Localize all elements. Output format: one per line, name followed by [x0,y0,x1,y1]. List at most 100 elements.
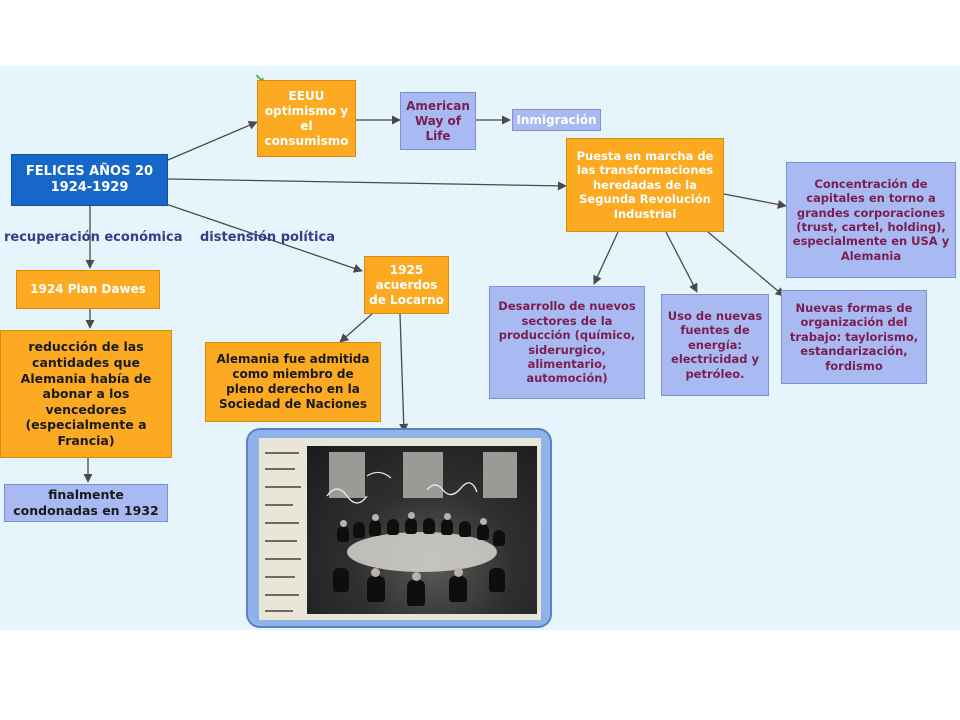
person-figure [477,524,489,540]
person-head [371,568,380,577]
connector-segunda-desarrollo [593,231,619,285]
connector-felices-locarno [159,201,363,273]
document-line [265,576,295,578]
node-line: cantidades que [32,354,140,370]
person-figure [441,519,453,535]
node-line: consumismo [264,133,349,148]
connector-segunda-energia [665,231,698,293]
node-line: grandes corporaciones [796,205,946,220]
node-nuevas-energias[interactable]: Uso de nuevas fuentes de energía: electr… [661,294,769,396]
document-line [265,594,299,596]
connector-felices-segunda [167,178,567,191]
node-line: reducción de las [28,339,144,355]
connector-segunda-nuevas [707,231,785,297]
node-line: Sociedad de Naciones [218,397,368,411]
node-line: 1924 Plan Dawes [30,282,146,296]
document-line [265,504,293,506]
person-figure [493,530,505,546]
window-shape [403,452,443,498]
node-line: Segunda Revolución [579,192,711,207]
node-line: automoción) [526,371,608,386]
link-label-distension: distensión política [200,230,335,245]
node-inmigracion[interactable]: Inmigración [512,109,601,131]
node-line: Alemania había de [20,370,152,386]
node-plan-dawes[interactable]: 1924 Plan Dawes [16,270,160,309]
connector-locarno-alemania [339,313,373,343]
node-line: pleno derecho en la [226,382,360,396]
node-line: (trust, cartel, holding), [796,220,946,234]
node-eeuu[interactable]: EEUU optimismo y el consumismo [257,80,356,157]
node-line: petróleo. [685,366,745,381]
node-line: condonadas en 1932 [13,503,159,518]
person-figure [333,568,349,592]
node-acuerdos-locarno[interactable]: 1925 acuerdos de Locarno [364,256,449,314]
person-figure [387,519,399,535]
person-head [454,568,463,577]
node-felices-anos-20[interactable]: FELICES AÑOS 20 1924-1929 [11,154,168,206]
person-head [408,512,415,519]
person-figure [353,522,365,538]
person-figure [489,568,505,592]
document-line [265,610,293,612]
document-line [265,540,297,542]
node-line: alimentario, [527,356,607,371]
node-line: de Locarno [369,292,444,307]
node-line: sectores de la [521,313,613,328]
node-segunda-revolucion[interactable]: Puesta en marcha de las transformaciones… [566,138,724,232]
node-alemania-admitida[interactable]: Alemania fue admitida como miembro de pl… [205,342,381,422]
node-line: Nuevas formas de [795,301,913,316]
node-line: Life [425,128,451,143]
document-line [265,452,299,454]
photo-node[interactable] [246,428,552,628]
node-line: optimismo y [264,103,349,118]
node-line: Alemania fue admitida [216,352,370,366]
node-line: Alemania [840,248,902,263]
node-line: especialmente en USA y [792,234,950,249]
node-line: fordismo [825,358,883,373]
node-line: energía: [688,337,742,352]
document-line [265,486,301,488]
person-figure [337,526,349,542]
person-head [480,518,487,525]
connectors-layer [83,115,787,483]
node-nuevas-formas-trabajo[interactable]: Nuevas formas de organización del trabaj… [781,290,927,384]
conference-scene [307,446,537,614]
person-figure [449,576,467,602]
node-line: las transformaciones [576,163,714,178]
document-line [265,468,295,470]
node-american-way-of-life[interactable]: American Way of Life [400,92,476,150]
person-head [444,513,451,520]
node-line: organización del [800,315,908,330]
node-line: el [300,118,313,133]
node-desarrollo-sectores[interactable]: Desarrollo de nuevos sectores de la prod… [489,286,645,399]
node-line: capitales en torno a [806,191,936,206]
person-head [412,572,421,581]
person-figure [459,521,471,537]
node-line: siderurgico, [528,342,606,357]
window-shape [329,452,365,498]
node-line: EEUU [288,88,325,103]
node-line: acuerdos [375,277,438,292]
node-concentracion-capitales[interactable]: Concentración de capitales en torno a gr… [786,162,956,278]
node-line: como miembro de [232,367,354,381]
node-line: American [406,98,470,113]
node-line: estandarización, [800,344,908,359]
document-line [265,558,301,560]
conference-table [347,532,497,572]
link-label-recuperacion: recuperación económica [4,230,183,245]
connector-segunda-concentracion [723,193,787,209]
node-line: 1924-1929 [50,180,129,195]
person-figure [405,518,417,534]
node-line: Uso de nuevas [667,309,763,324]
node-condonadas[interactable]: finalmente condonadas en 1932 [4,484,168,522]
node-line: heredadas de la [592,177,697,192]
document-line [265,522,299,524]
connector-felices-eeuu [167,121,258,161]
node-line: electricidad y [671,352,759,367]
node-line: Way of [414,113,461,128]
signature-marks [326,471,478,504]
node-reduccion-cantidades[interactable]: reducción de las cantidades que Alemania… [0,330,172,458]
pointer-marker-icon: ↘ [254,72,265,87]
mind-map-canvas: ↘ FELICES AÑOS 20 1924-1929 EEUU optimis… [0,66,960,630]
node-line: producción (químico, [498,328,636,343]
